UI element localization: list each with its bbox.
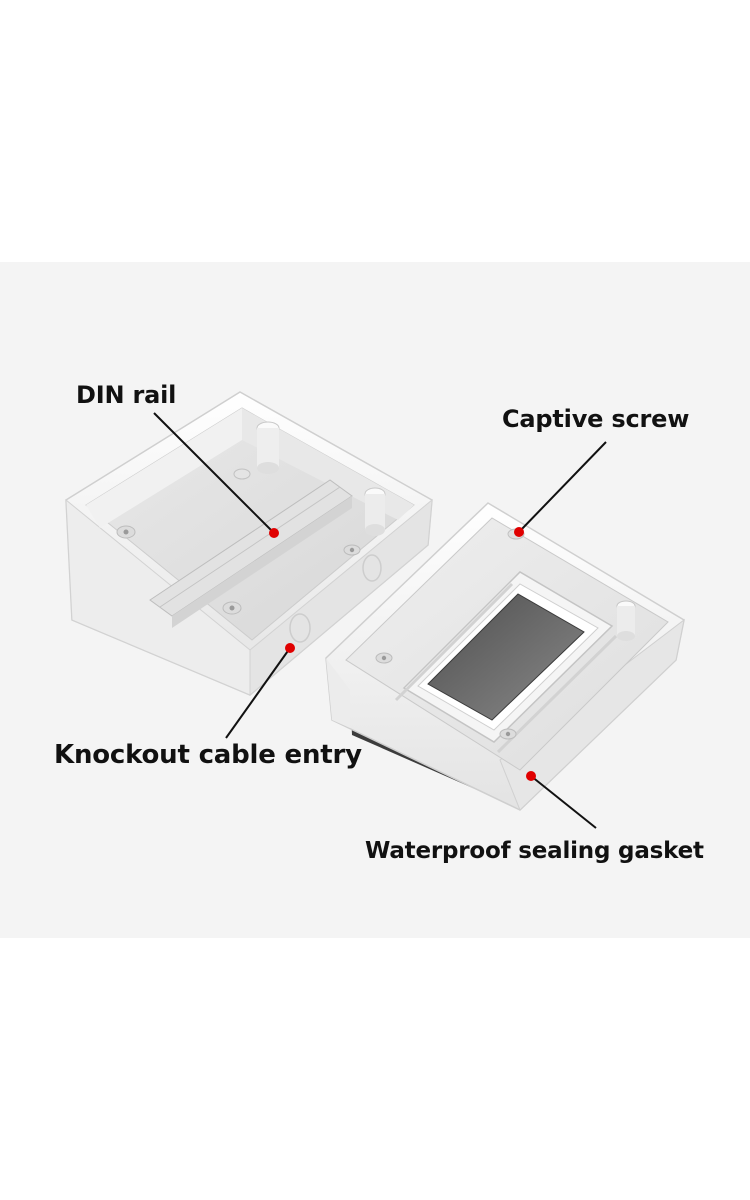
- markers: [269, 527, 536, 781]
- base-enclosure: [65, 391, 433, 697]
- gasket-red-dot-icon: [526, 771, 536, 781]
- captive-screw-label: Captive screw: [502, 405, 690, 433]
- top-whitespace: [0, 0, 750, 262]
- waterproof-sealing-gasket-label: Waterproof sealing gasket: [365, 838, 704, 864]
- lid-enclosure: [325, 502, 685, 811]
- knockout-leader-line: [225, 647, 291, 739]
- knockout-cable-entry-label: Knockout cable entry: [54, 740, 362, 770]
- bottom-whitespace: [0, 938, 750, 1200]
- din-rail-leader-line: [153, 412, 275, 534]
- leader-lines: [153, 412, 607, 829]
- captive-screw-leader-line: [518, 441, 607, 533]
- enclosure-illustration: [65, 391, 685, 829]
- din-rail-red-dot-icon: [269, 528, 279, 538]
- captive-screw-red-dot-icon: [514, 527, 524, 537]
- knockout-red-dot-icon: [285, 643, 295, 653]
- gasket-leader-line: [530, 775, 597, 829]
- din-rail-label: DIN rail: [76, 381, 177, 409]
